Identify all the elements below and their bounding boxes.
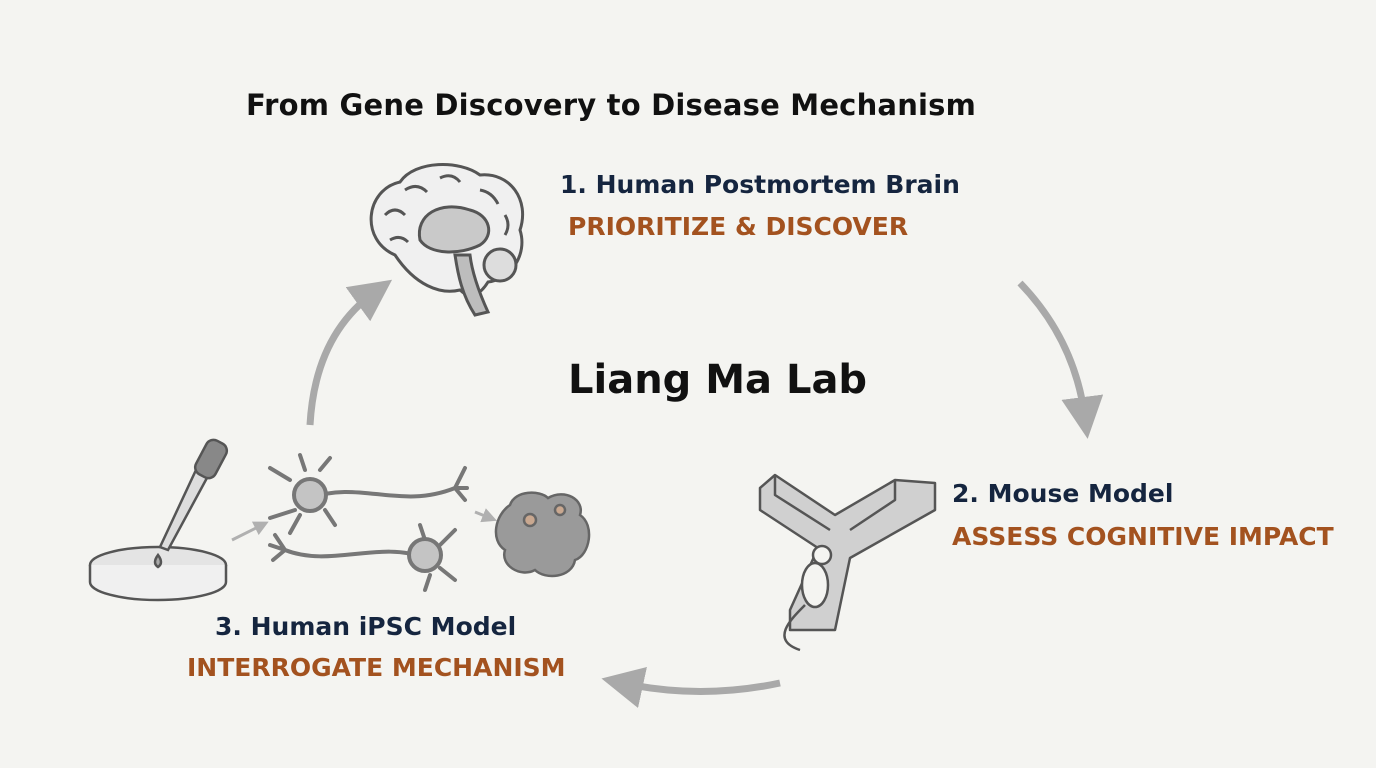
cycle-arrow-mouse-to-ipsc [601,666,781,708]
step-2-action: ASSESS COGNITIVE IMPACT [952,522,1334,551]
petri-dish-pipette-icon [88,438,229,602]
diagram-title: From Gene Discovery to Disease Mechanism [246,88,977,122]
step-1-action: PRIORITIZE & DISCOVER [568,212,909,241]
brain-icon [369,163,525,317]
organoid-icon [494,491,591,578]
step-3-title: 3. Human iPSC Model [215,612,517,641]
step-3-action: INTERROGATE MECHANISM [187,653,566,682]
flow-arrow-dish-to-neurons [231,521,269,542]
cycle-arrow-brain-to-mouse [1017,280,1104,439]
step-2-title: 2. Mouse Model [952,479,1174,508]
cycle-arrow-ipsc-to-brain [306,279,393,426]
step-1-title: 1. Human Postmortem Brain [560,170,960,199]
flow-arrow-neurons-to-organoid [474,508,497,523]
neurons-icon [268,453,469,592]
y-maze-mouse-icon [758,473,937,652]
lab-name: Liang Ma Lab [568,357,868,403]
